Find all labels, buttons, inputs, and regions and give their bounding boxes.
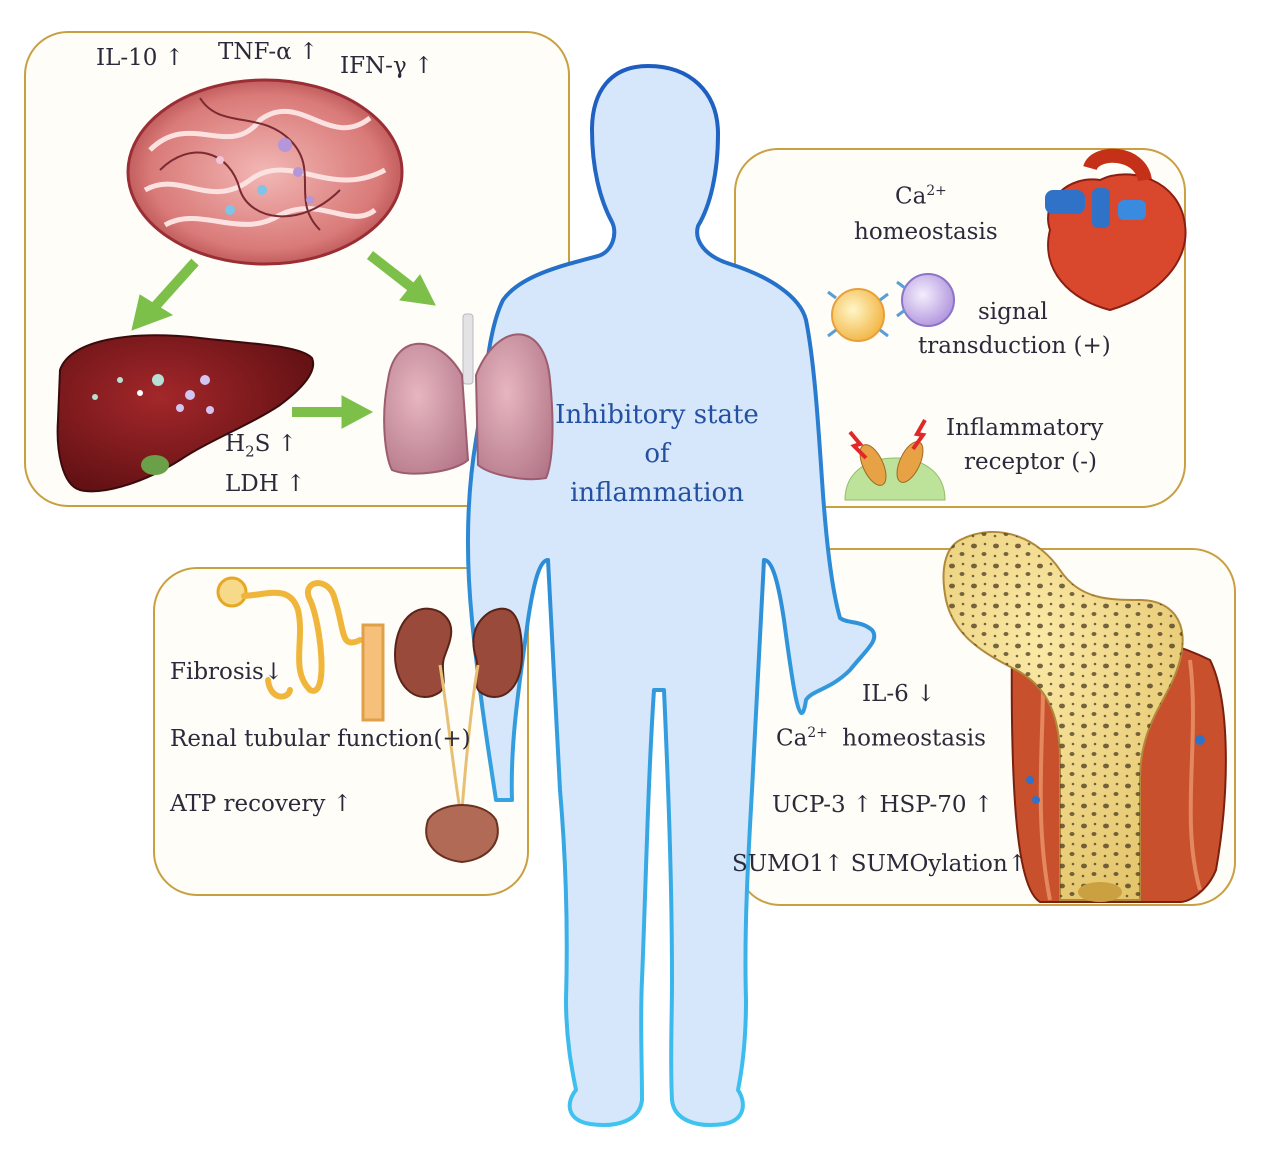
ldh-label: LDH ↑ bbox=[225, 471, 306, 497]
h2s-label: H2S ↑ bbox=[225, 431, 297, 461]
heart-homeostasis-label: homeostasis bbox=[854, 219, 998, 245]
transduction-label: transduction (+) bbox=[918, 333, 1111, 359]
ucp-hsp-label: UCP-3 ↑ HSP-70 ↑ bbox=[772, 792, 994, 818]
renal-tubule-illustration bbox=[216, 576, 385, 722]
bone-ca-homeostasis-label: Ca2+ homeostasis bbox=[776, 725, 986, 752]
kidneys-illustration bbox=[393, 607, 524, 864]
green-arrow-icon bbox=[131, 251, 436, 429]
center-title-line3: inflammation bbox=[570, 478, 744, 508]
renal-tubular-label: Renal tubular function(+) bbox=[170, 726, 471, 752]
bone-muscle-illustration bbox=[942, 531, 1227, 903]
inflammatory-receptor-illustration bbox=[844, 419, 946, 501]
il6-label: IL-6 ↓ bbox=[862, 681, 936, 707]
signal-cells-illustration bbox=[827, 273, 955, 342]
tnf-alpha-label: TNF-α ↑ bbox=[218, 39, 319, 65]
liver-illustration bbox=[56, 334, 315, 493]
heart-illustration bbox=[1045, 148, 1187, 312]
inflammatory-label: Inflammatory bbox=[946, 415, 1104, 441]
sumo-label: SUMO1↑ SUMOylation↑ bbox=[732, 851, 1027, 877]
atp-recovery-label: ATP recovery ↑ bbox=[170, 791, 352, 817]
intestine-illustration bbox=[126, 78, 404, 266]
fibrosis-label: Fibrosis↓ bbox=[170, 659, 284, 685]
center-title: Inhibitory state of inflammation bbox=[537, 396, 777, 513]
il10-label: IL-10 ↑ bbox=[96, 45, 184, 71]
receptor-label: receptor (-) bbox=[964, 449, 1097, 475]
signal-label: signal bbox=[978, 299, 1048, 325]
center-title-line2: of bbox=[644, 439, 670, 469]
lungs-illustration bbox=[383, 313, 554, 481]
human-body-silhouette bbox=[465, 64, 877, 1127]
ifn-gamma-label: IFN-γ ↑ bbox=[340, 53, 434, 79]
heart-ca-label: Ca2+ bbox=[895, 183, 947, 210]
center-title-line1: Inhibitory state bbox=[555, 400, 759, 430]
